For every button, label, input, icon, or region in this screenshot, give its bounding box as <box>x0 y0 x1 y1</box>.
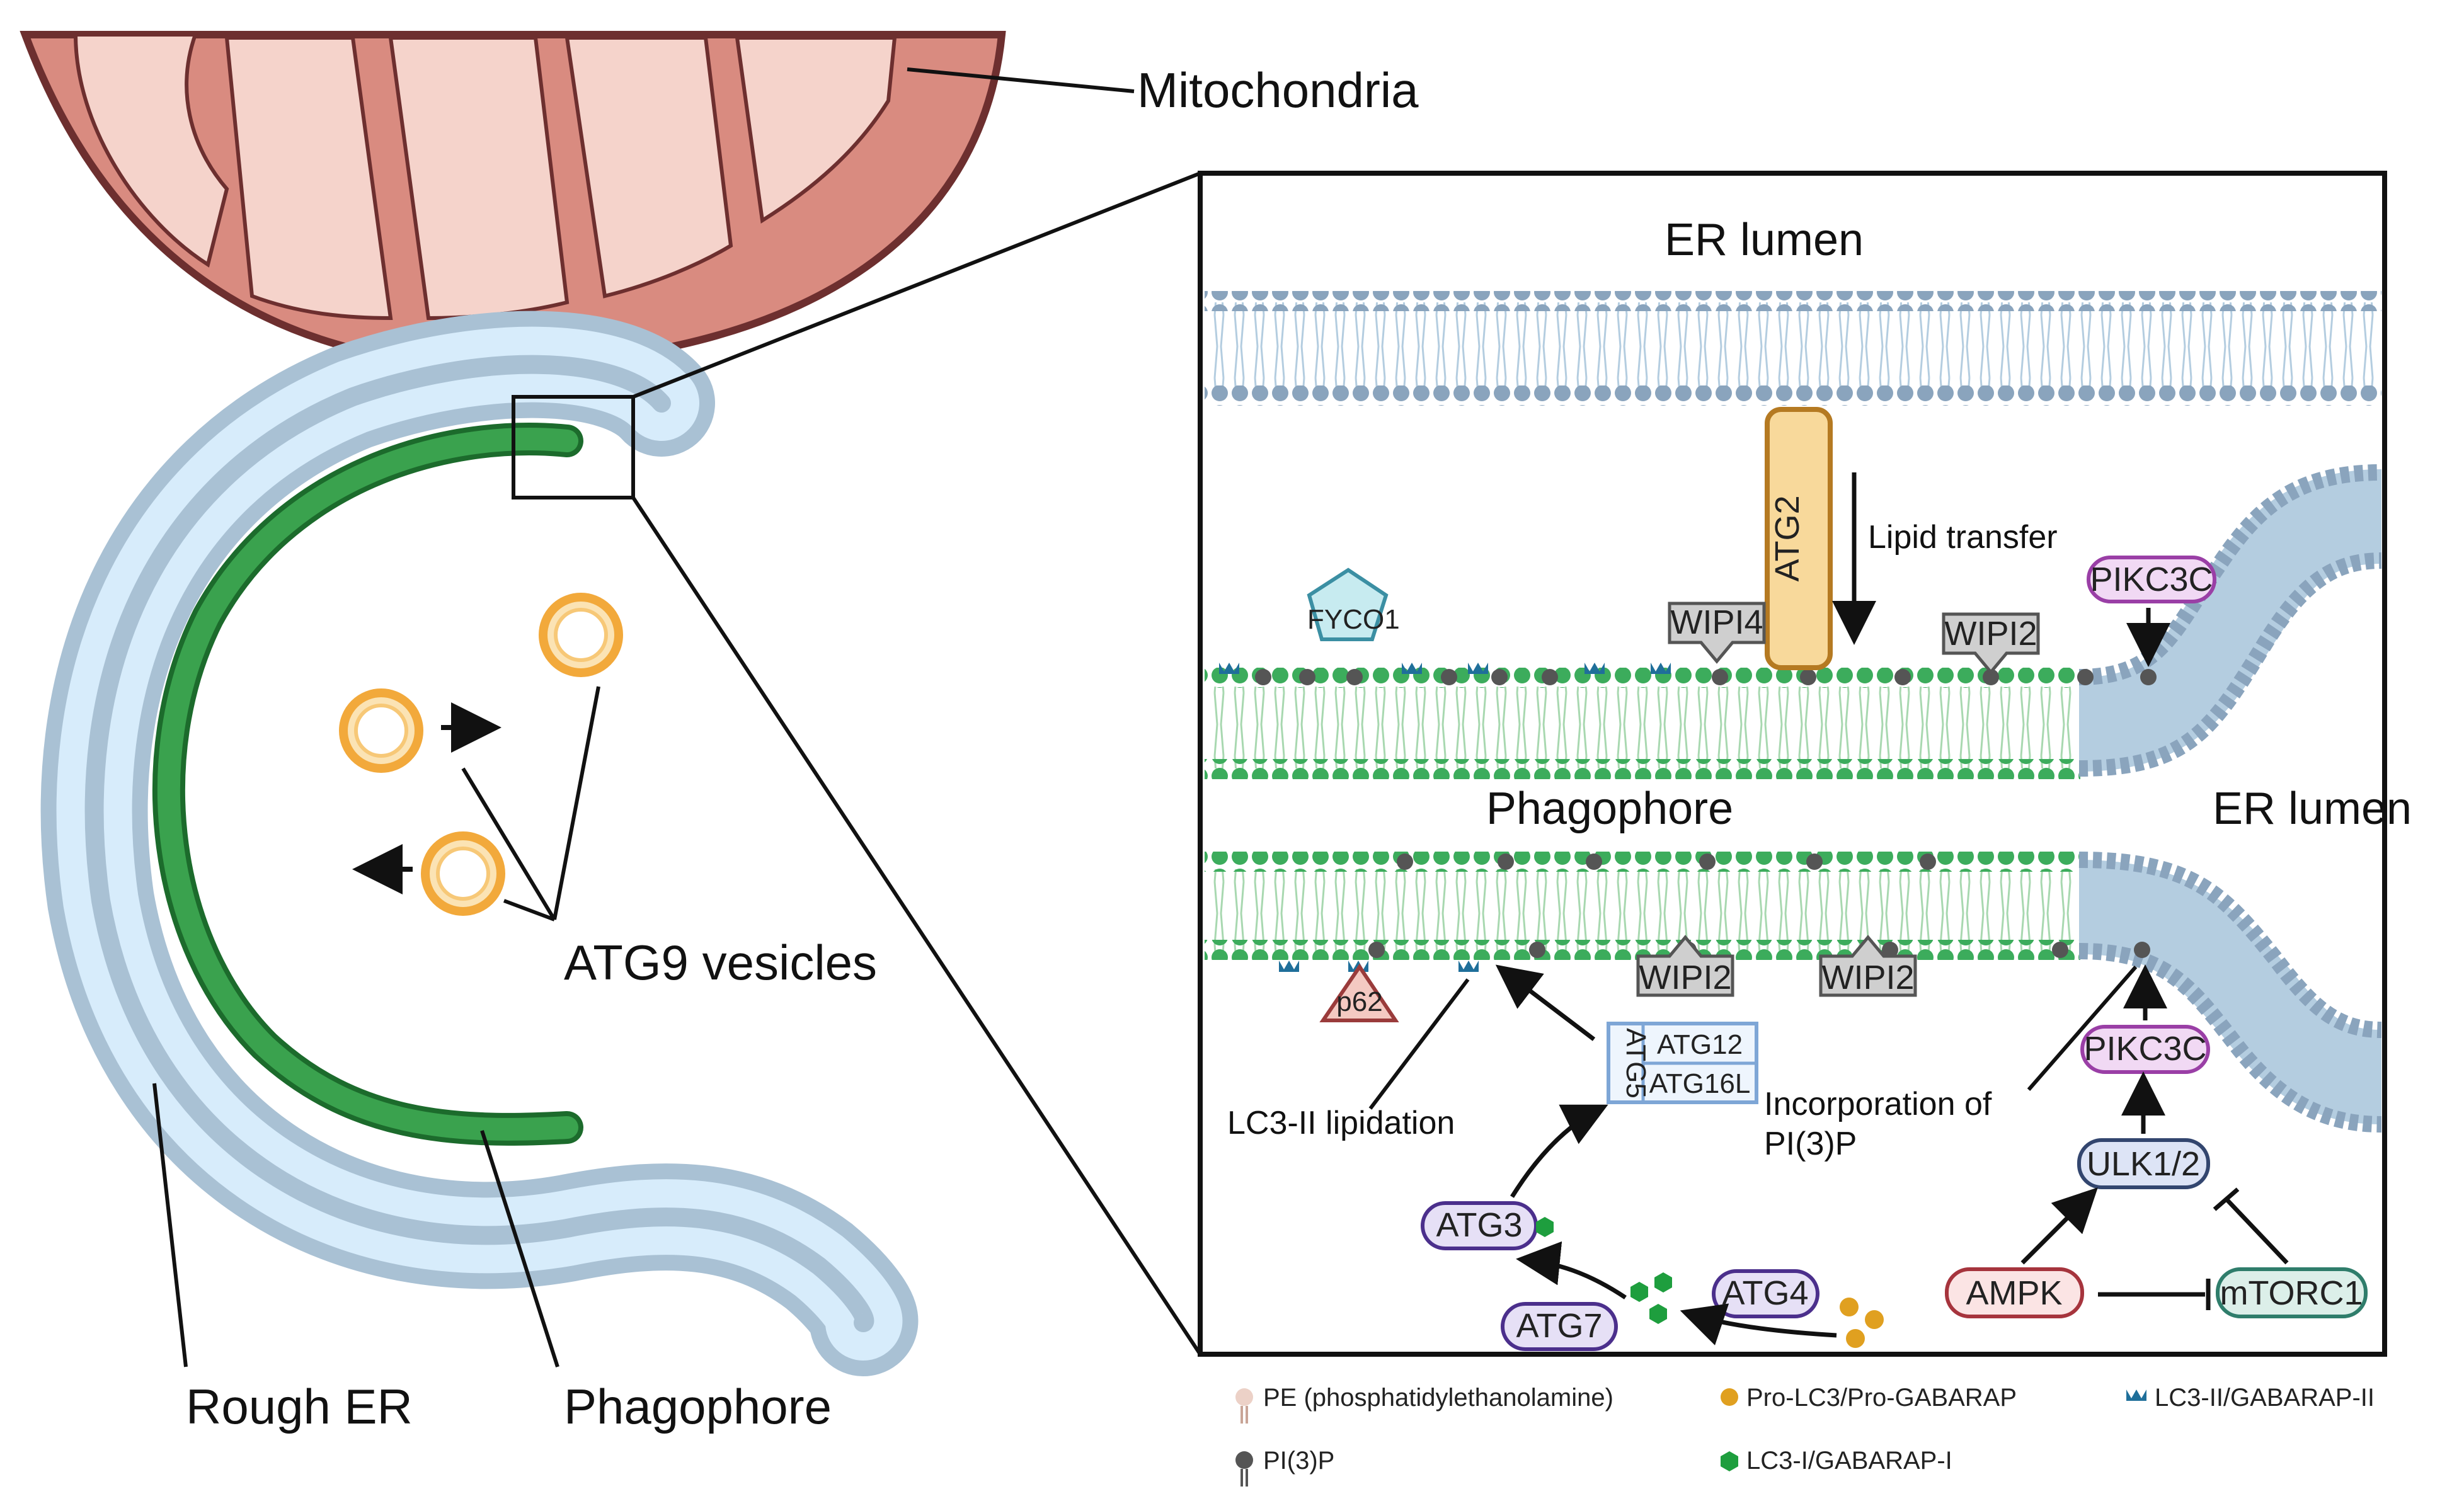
atg7-protein: ATG7 <box>1501 1302 1618 1351</box>
er-membrane-curve-lower <box>2078 852 2383 1133</box>
lipid-transfer-label: Lipid transfer <box>1868 519 2058 556</box>
legend-lc3-ii: LC3-II/GABARAP-II <box>2126 1384 2375 1412</box>
lc3-i-group <box>1630 1272 1672 1324</box>
mtorc1-protein: mTORC1 <box>2216 1267 2368 1318</box>
atg9-vesicle <box>339 688 423 773</box>
legend: PE (phosphatidylethanolamine) PI(3)P Pro… <box>1235 1384 2375 1487</box>
legend-pi3p-label: PI(3)P <box>1263 1447 1334 1475</box>
er-lumen-right-label: ER lumen <box>2213 784 2412 834</box>
wipi2-bottom-b-label: WIPI2 <box>1821 959 1914 996</box>
atg9-leader <box>461 686 600 922</box>
atg9-vesicle <box>539 593 623 677</box>
atg9-vesicles-label: ATG9 vesicles <box>564 935 877 990</box>
wipi2-top-label: WIPI2 <box>1944 615 2037 653</box>
incorporation-leader <box>2027 966 2138 1091</box>
lc3-lipidation-label: LC3-II lipidation <box>1227 1105 1455 1141</box>
atg4-protein: ATG4 <box>1712 1269 1819 1318</box>
pikc3c-bottom-protein: PIKC3C <box>2080 1025 2210 1074</box>
rough-er-leader <box>152 1083 188 1367</box>
wipi2-bottom-b-protein: WIPI2 <box>1819 935 1917 997</box>
wipi2-bottom-a-protein: WIPI2 <box>1636 935 1734 997</box>
legend-pe-label: PE (phosphatidylethanolamine) <box>1263 1384 1613 1412</box>
phagophore-membrane-upper <box>1205 668 2080 779</box>
ampk-to-ulk-arrow <box>2020 1187 2098 1265</box>
pikc3c-top-label: PIKC3C <box>2090 561 2213 598</box>
ulk-label: ULK1/2 <box>2087 1145 2200 1183</box>
legend-lc3-i: LC3-I/GABARAP-I <box>1721 1447 1952 1475</box>
atg7-label: ATG7 <box>1516 1307 1602 1345</box>
phagophore-panel-label: Phagophore <box>1486 784 1733 834</box>
fyco1-protein: FYCO1 <box>1307 568 1400 641</box>
legend-pro-lc3-label: Pro-LC3/Pro-GABARAP <box>1746 1384 2017 1412</box>
wipi2-bottom-a-label: WIPI2 <box>1639 959 1731 996</box>
zoom-line-top <box>632 171 1201 399</box>
lc3-transfer-arrow <box>1495 964 1596 1041</box>
atg2-label: ATG2 <box>1768 495 1806 581</box>
atg12-label: ATG12 <box>1657 1029 1743 1060</box>
rough-er-shape <box>40 311 918 1376</box>
rough-er-label: Rough ER <box>186 1379 413 1434</box>
fyco1-label: FYCO1 <box>1307 604 1400 635</box>
mitochondria-leader <box>907 67 1135 93</box>
phagophore-label: Phagophore <box>564 1379 832 1434</box>
atg5-atg12-atg16l-complex: ATG5 ATG12 ATG16L <box>1607 1022 1758 1104</box>
mtorc1-label: mTORC1 <box>2220 1274 2363 1312</box>
wipi4-label: WIPI4 <box>1670 603 1763 641</box>
mtorc1-inhibits-ulk <box>2225 1198 2289 1265</box>
mitochondria-label: Mitochondria <box>1137 62 1419 118</box>
wipi4-protein: WIPI4 <box>1668 602 1766 664</box>
er-membrane-top <box>1205 291 2381 406</box>
lc3-lipidation-leader <box>1368 978 1470 1110</box>
ampk-label: AMPK <box>1966 1274 2062 1312</box>
inhibit-bar <box>2213 1187 2240 1211</box>
incorporation-label-line1: Incorporation of <box>1764 1086 1992 1122</box>
atg3-label: ATG3 <box>1436 1206 1522 1244</box>
mitochondria-shape <box>20 31 1006 370</box>
atg5-label: ATG5 <box>1620 1028 1651 1099</box>
atg7-arrow <box>1516 1241 1627 1299</box>
legend-pi3p: PI(3)P <box>1235 1447 1334 1487</box>
atg2-protein: ATG2 <box>1765 407 1833 670</box>
p62-protein: p62 <box>1319 963 1399 1022</box>
er-lumen-top-label: ER lumen <box>1665 215 1864 265</box>
legend-lc3-ii-label: LC3-II/GABARAP-II <box>2155 1384 2375 1412</box>
zoom-box <box>512 395 635 499</box>
wipi2-top-protein: WIPI2 <box>1942 612 2040 675</box>
ampk-protein: AMPK <box>1945 1267 2084 1318</box>
incorporation-label-line2: PI(3)P <box>1764 1126 1857 1162</box>
legend-lc3-i-label: LC3-I/GABARAP-I <box>1746 1447 1952 1475</box>
legend-pe: PE (phosphatidylethanolamine) <box>1235 1384 1613 1424</box>
ulk-protein: ULK1/2 <box>2077 1138 2210 1189</box>
atg3-to-complex-arrow <box>1510 1104 1608 1198</box>
atg4-label: ATG4 <box>1722 1274 1808 1312</box>
atg16l-label: ATG16L <box>1649 1068 1751 1099</box>
atg3-protein: ATG3 <box>1421 1201 1554 1250</box>
legend-pro-lc3: Pro-LC3/Pro-GABARAP <box>1721 1384 2017 1412</box>
pikc3c-bottom-label: PIKC3C <box>2083 1030 2206 1068</box>
p62-label: p62 <box>1336 986 1382 1017</box>
atg4-arrow <box>1680 1303 1837 1345</box>
zoom-line-bottom <box>631 496 1202 1355</box>
pikc3c-top-protein: PIKC3C <box>2087 556 2216 603</box>
phagophore-membrane-lower <box>1205 852 2080 960</box>
phagophore-leader <box>480 1130 559 1367</box>
phagophore-shape <box>152 423 583 1146</box>
atg9-vesicle <box>421 831 505 916</box>
pi3p-lipid-group <box>1255 669 2157 958</box>
pro-lc3-group <box>1840 1298 1884 1348</box>
